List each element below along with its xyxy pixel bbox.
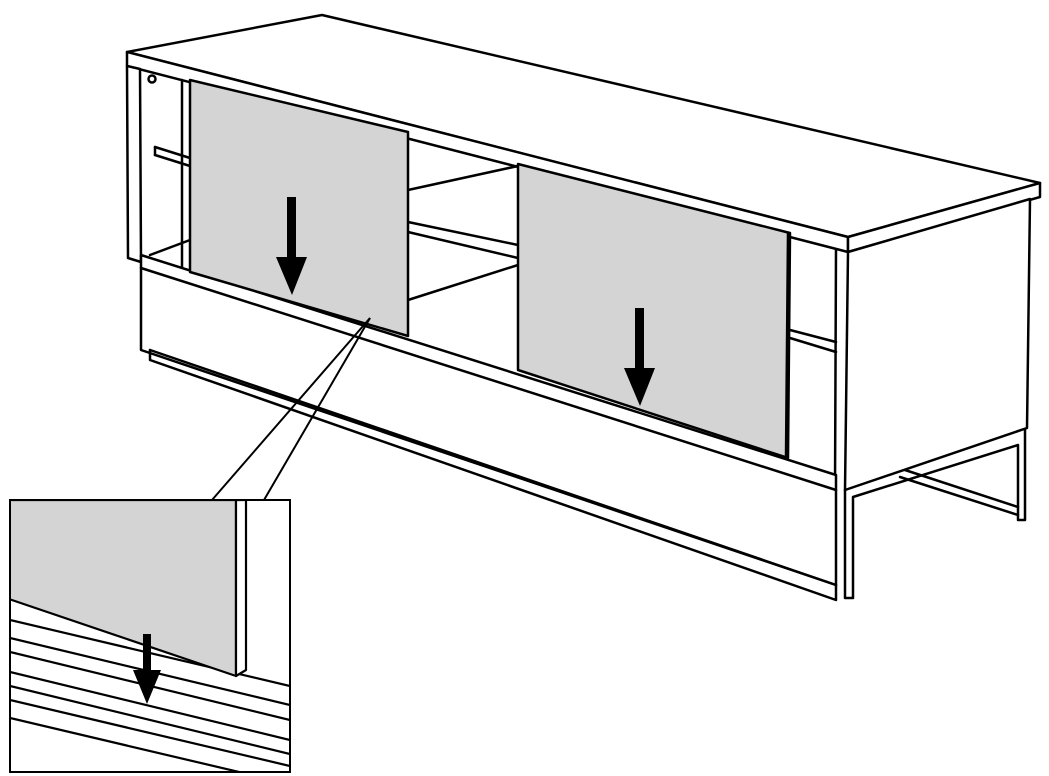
cabinet-right-side <box>843 197 1032 492</box>
rear-leg-frame-inner <box>903 468 1020 509</box>
right-shelf-back <box>788 336 838 354</box>
track-line <box>10 698 290 768</box>
right-leg-frame <box>843 428 1027 600</box>
front-leg-inner <box>148 348 838 587</box>
left-lower-shelf <box>148 238 192 257</box>
down-arrow-icon <box>276 197 307 295</box>
track-line <box>10 670 290 742</box>
track-line <box>10 716 244 772</box>
cabinet-left-side <box>125 64 143 264</box>
callout-leader <box>211 317 371 501</box>
cabinet-top-side-edge <box>846 181 1042 254</box>
middle-shelf-front <box>406 220 520 247</box>
middle-lower-shelf <box>406 263 520 302</box>
door-panel-edge <box>234 500 248 678</box>
down-arrow-icon <box>624 308 655 406</box>
middle-shelf-back <box>406 164 520 192</box>
front-leg-frame <box>139 266 838 602</box>
right-shelf-front <box>788 328 838 344</box>
detail-inset <box>9 499 291 773</box>
right-door-edge <box>784 231 790 458</box>
middle-divider-shadow <box>406 230 520 260</box>
right-side-front-edge <box>833 247 838 490</box>
rear-leg-frame <box>898 475 1020 517</box>
track-line <box>10 684 290 756</box>
inset-frame-border <box>9 499 291 773</box>
cam-lock-hole <box>147 74 157 84</box>
door-arrows <box>276 197 655 406</box>
right-sliding-door <box>516 162 792 460</box>
down-arrow-icon <box>133 634 161 704</box>
left-sliding-door <box>188 78 410 338</box>
sideboard-cabinet <box>125 13 1042 602</box>
left-shelf-back <box>153 153 192 168</box>
left-shelf-front <box>153 145 192 160</box>
